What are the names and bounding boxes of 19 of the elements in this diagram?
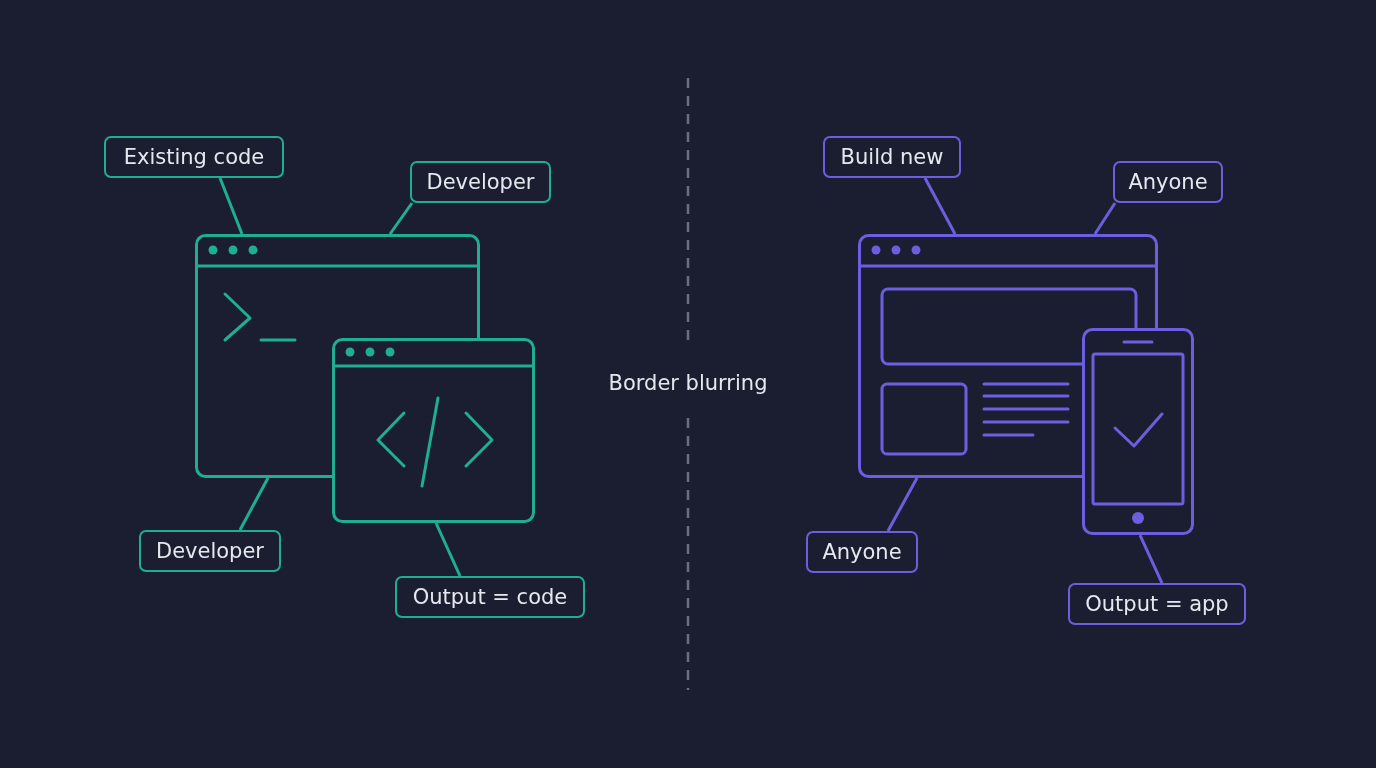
leader-line	[218, 177, 244, 235]
callout-label: Output = app	[1068, 583, 1246, 625]
callout-label: Build new	[823, 136, 961, 178]
code-window-drawing	[332, 338, 535, 523]
section-label: Border blurring	[608, 371, 768, 395]
leader-line	[1138, 534, 1164, 584]
leader-line	[1093, 202, 1117, 235]
callout-label: Existing code	[104, 136, 284, 178]
callout-label: Developer	[410, 161, 551, 203]
smartphone-drawing	[1082, 328, 1194, 535]
leader-line	[886, 477, 919, 532]
callout-label: Anyone	[1113, 161, 1223, 203]
callout-label: Anyone	[806, 531, 918, 573]
callout-label: Output = code	[395, 576, 585, 618]
leader-line	[238, 477, 270, 531]
leader-line	[923, 177, 957, 235]
leader-line	[434, 522, 462, 577]
callout-label: Developer	[139, 530, 281, 572]
leader-line	[388, 202, 414, 235]
